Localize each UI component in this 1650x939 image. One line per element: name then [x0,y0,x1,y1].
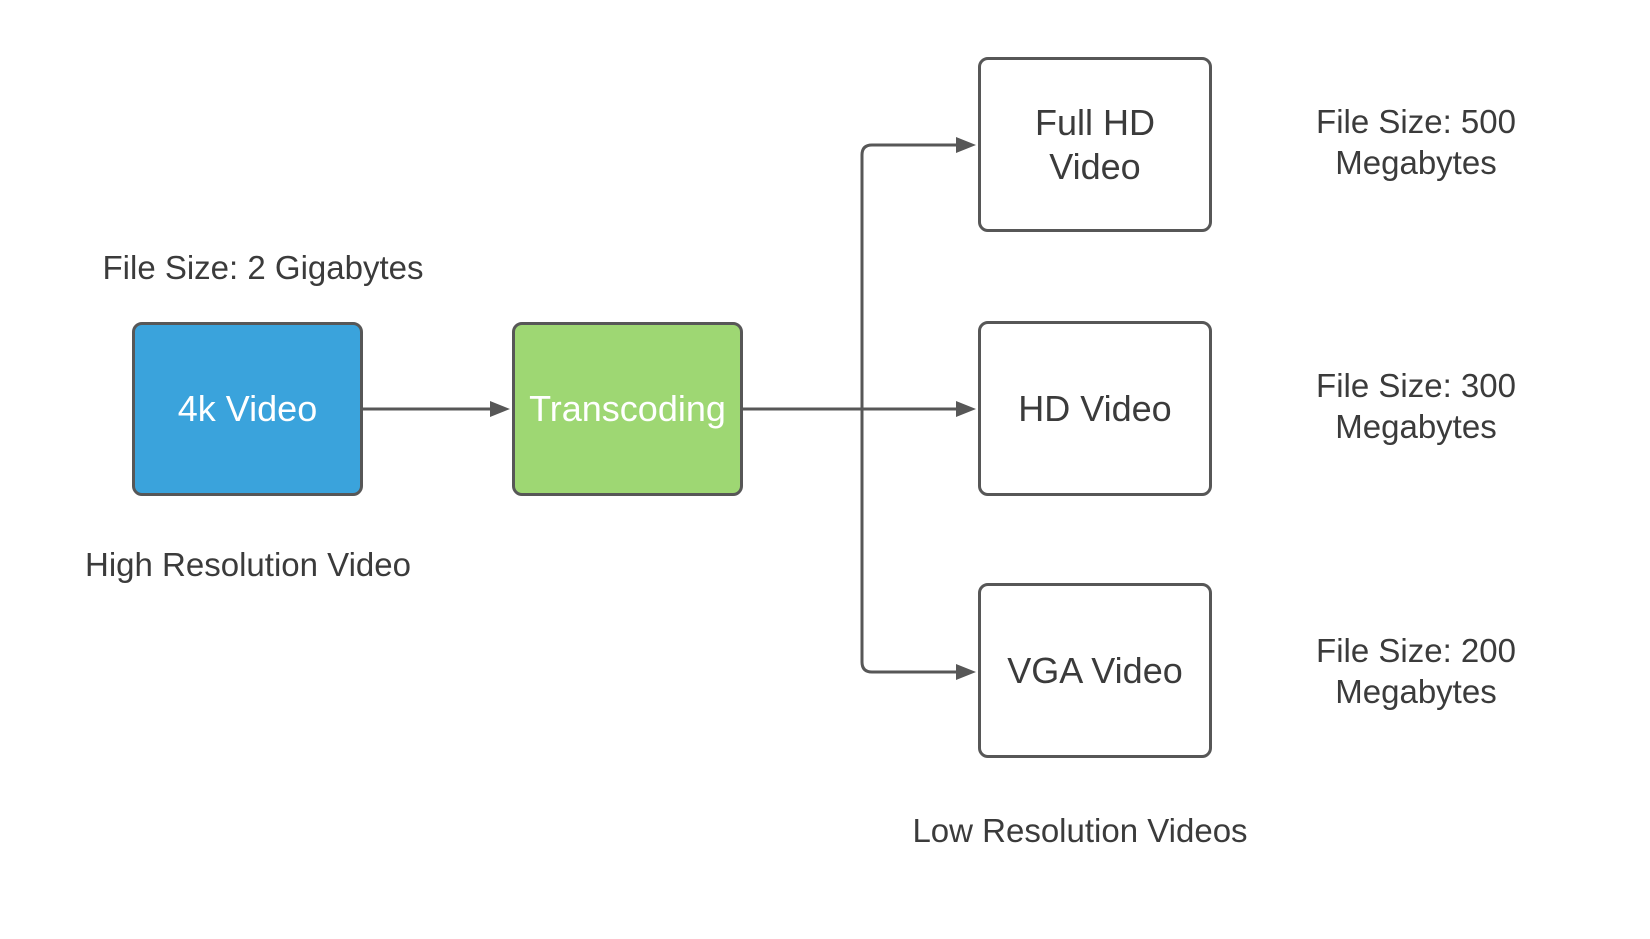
node-full-hd-video-label-line2: Video [1049,145,1141,187]
node-4k-video-label: 4k Video [177,388,318,430]
node-transcoding-label: Transcoding [529,388,726,430]
node-full-hd-video-label-line1: Full HD [1034,102,1155,144]
vga-file-size-line1: File Size: 200 [1316,632,1516,669]
hd-file-size-label: File Size: 300 Megabytes [1236,365,1596,448]
source-caption: High Resolution Video [85,546,411,583]
arrowhead-4k-to-transcoding [490,401,510,417]
arrowhead-transcoding-to-fullhd [956,137,976,153]
node-full-hd-video-label: Full HD Video [1035,101,1155,187]
full-hd-file-size-line1: File Size: 500 [1316,103,1516,140]
outputs-caption: Low Resolution Videos [912,812,1248,849]
full-hd-file-size-label: File Size: 500 Megabytes [1236,101,1596,184]
edge-transcoding-to-fullhd [860,143,958,409]
arrowhead-transcoding-to-vga [956,664,976,680]
hd-file-size-line1: File Size: 300 [1316,367,1516,404]
node-vga-video-label: VGA Video [1007,649,1183,691]
arrowhead-transcoding-to-hd [956,401,976,417]
node-vga-video: VGA Video [978,583,1212,758]
edge-transcoding-to-vga [860,409,958,674]
vga-file-size-line2: Megabytes [1335,673,1497,711]
vga-file-size-label: File Size: 200 Megabytes [1236,630,1596,713]
node-full-hd-video: Full HD Video [978,57,1212,232]
node-4k-video: 4k Video [132,322,363,496]
node-hd-video-label: HD Video [1018,387,1172,429]
hd-file-size-line2: Megabytes [1335,408,1497,446]
node-hd-video: HD Video [978,321,1212,496]
node-transcoding: Transcoding [512,322,743,496]
source-file-size-label: File Size: 2 Gigabytes [102,249,424,286]
full-hd-file-size-line2: Megabytes [1335,144,1497,182]
